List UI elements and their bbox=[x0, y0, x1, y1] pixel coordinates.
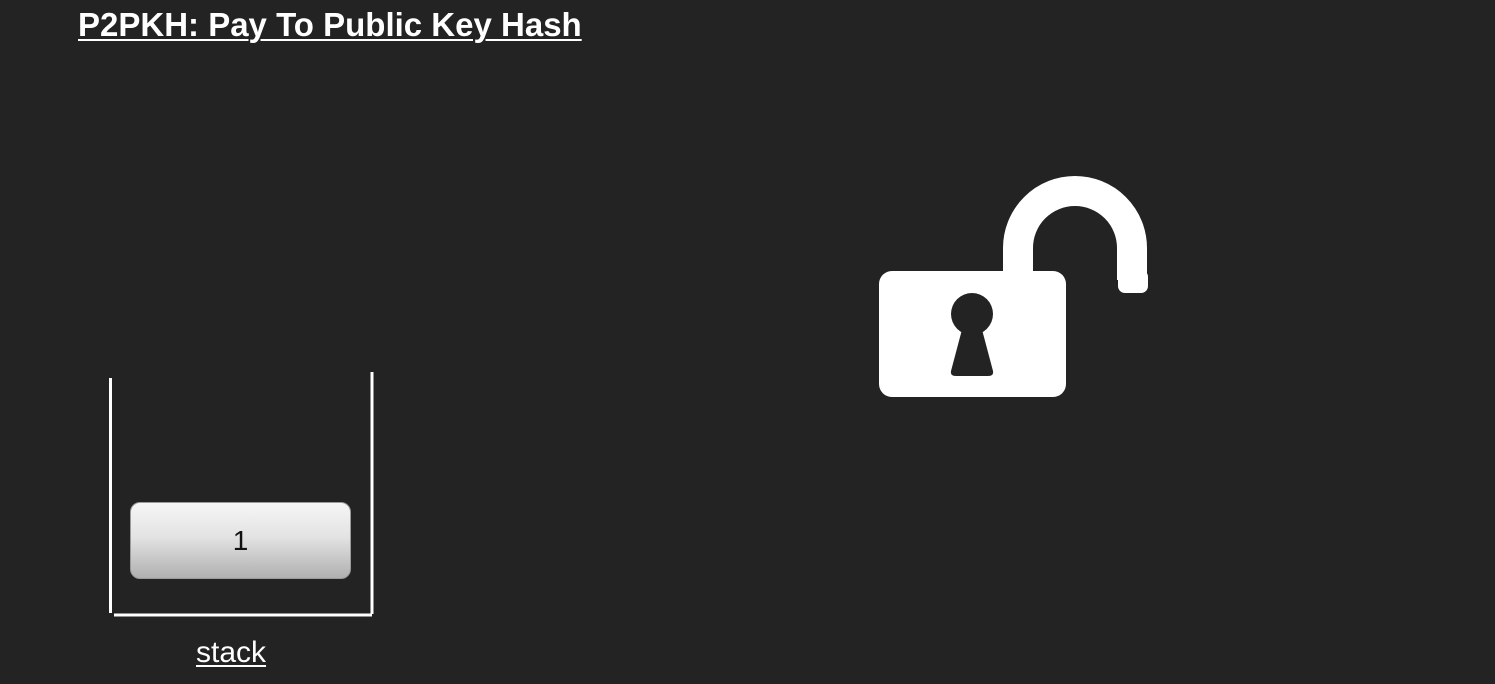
stack-item: 1 bbox=[130, 502, 351, 579]
stack-container bbox=[109, 372, 374, 617]
lock-keyhole-slot bbox=[950, 322, 994, 376]
unlocked-padlock-icon bbox=[879, 176, 1148, 397]
lock-keyhole-top bbox=[951, 293, 993, 335]
lock-shackle-end bbox=[1118, 270, 1148, 293]
page-title: P2PKH: Pay To Public Key Hash bbox=[78, 6, 582, 43]
lock-shackle bbox=[1003, 176, 1147, 280]
stack-label: stack bbox=[196, 636, 267, 669]
